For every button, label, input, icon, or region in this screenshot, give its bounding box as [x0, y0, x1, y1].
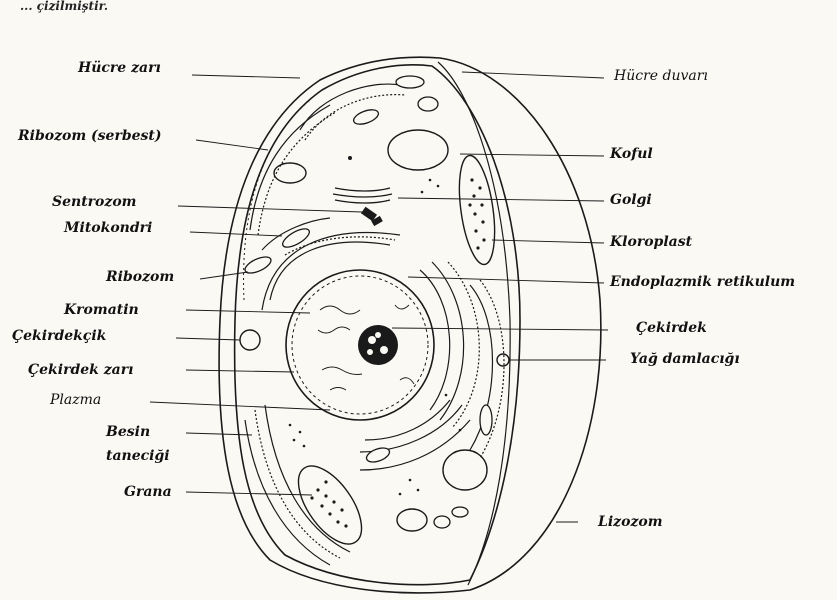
cell-membrane [235, 65, 520, 585]
label-besin-tanecigi: taneciği [106, 448, 170, 464]
fat-droplet [497, 354, 509, 366]
label-koful: Koful [610, 146, 653, 162]
figure-caption: ... çizilmiştir. [20, 0, 108, 12]
label-cekirdek: Çekirdek [636, 320, 707, 336]
label-besin: Besin [106, 424, 150, 440]
label-ribozom-serbest: Ribozom (serbest) [18, 128, 162, 144]
label-kromatin: Kromatin [64, 302, 139, 318]
label-ribozom: Ribozom [106, 269, 174, 285]
label-cekirdekcik: Çekirdekçik [12, 328, 106, 344]
label-cekirdek-zari: Çekirdek zarı [28, 362, 133, 378]
label-plazma: Plazma [50, 392, 101, 408]
label-lizozom: Lizozom [598, 514, 663, 530]
label-golgi: Golgi [610, 192, 652, 208]
label-kloroplast: Kloroplast [610, 234, 692, 250]
label-grana: Grana [124, 484, 172, 500]
label-hucre-duvari: Hücre duvarı [614, 68, 708, 84]
nucleolus-small [240, 330, 260, 350]
label-yag-damlacigi: Yağ damlacığı [630, 351, 740, 367]
nucleus [286, 270, 434, 420]
label-mitokondri: Mitokondri [64, 220, 152, 236]
mitochondria [243, 76, 492, 528]
label-sentrozom: Sentrozom [52, 194, 136, 210]
endoplasmic-reticulum [245, 84, 504, 565]
label-endoplazmik-retikulum: Endoplazmik retikulum [610, 274, 795, 290]
golgi [333, 188, 392, 203]
nucleolus [358, 325, 398, 365]
vacuole [388, 130, 448, 170]
label-hucre-zari: Hücre zarı [78, 60, 161, 76]
